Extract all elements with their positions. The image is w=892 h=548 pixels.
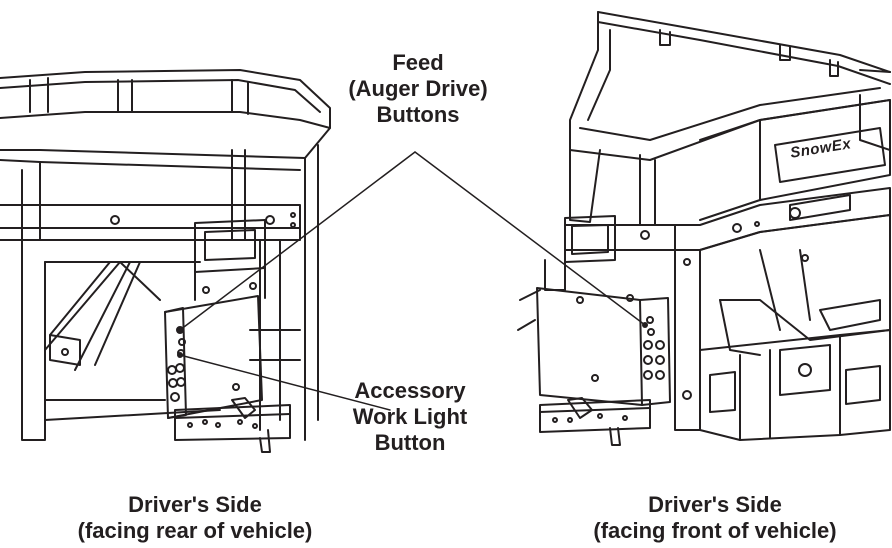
accessory-label-line1: Accessory (354, 378, 466, 403)
right-caption: Driver's Side (facing front of vehicle) (545, 492, 885, 544)
pointer-dots (177, 322, 648, 358)
feed-callout-label: Feed (Auger Drive) Buttons (328, 50, 508, 128)
left-spreader-view (0, 69, 331, 453)
accessory-leader (179, 354, 391, 411)
leader-lines (179, 151, 646, 411)
feed-label-line3: Buttons (376, 102, 460, 127)
feed-label-line2: (Auger Drive) (348, 76, 488, 101)
feed-leader-right (414, 151, 646, 326)
accessory-callout-label: Accessory Work Light Button (320, 378, 500, 456)
left-caption: Driver's Side (facing rear of vehicle) (30, 492, 360, 544)
left-caption-line1: Driver's Side (128, 492, 262, 517)
accessory-label-line2: Work Light (352, 404, 468, 429)
left-caption-line2: (facing rear of vehicle) (77, 518, 313, 543)
right-caption-line2: (facing front of vehicle) (593, 518, 837, 543)
right-caption-line1: Driver's Side (648, 492, 782, 517)
right-spreader-view (517, 11, 891, 446)
feed-leader-left (179, 151, 416, 331)
feed-label-line1: Feed (392, 50, 444, 75)
accessory-label-line3: Button (374, 430, 446, 455)
